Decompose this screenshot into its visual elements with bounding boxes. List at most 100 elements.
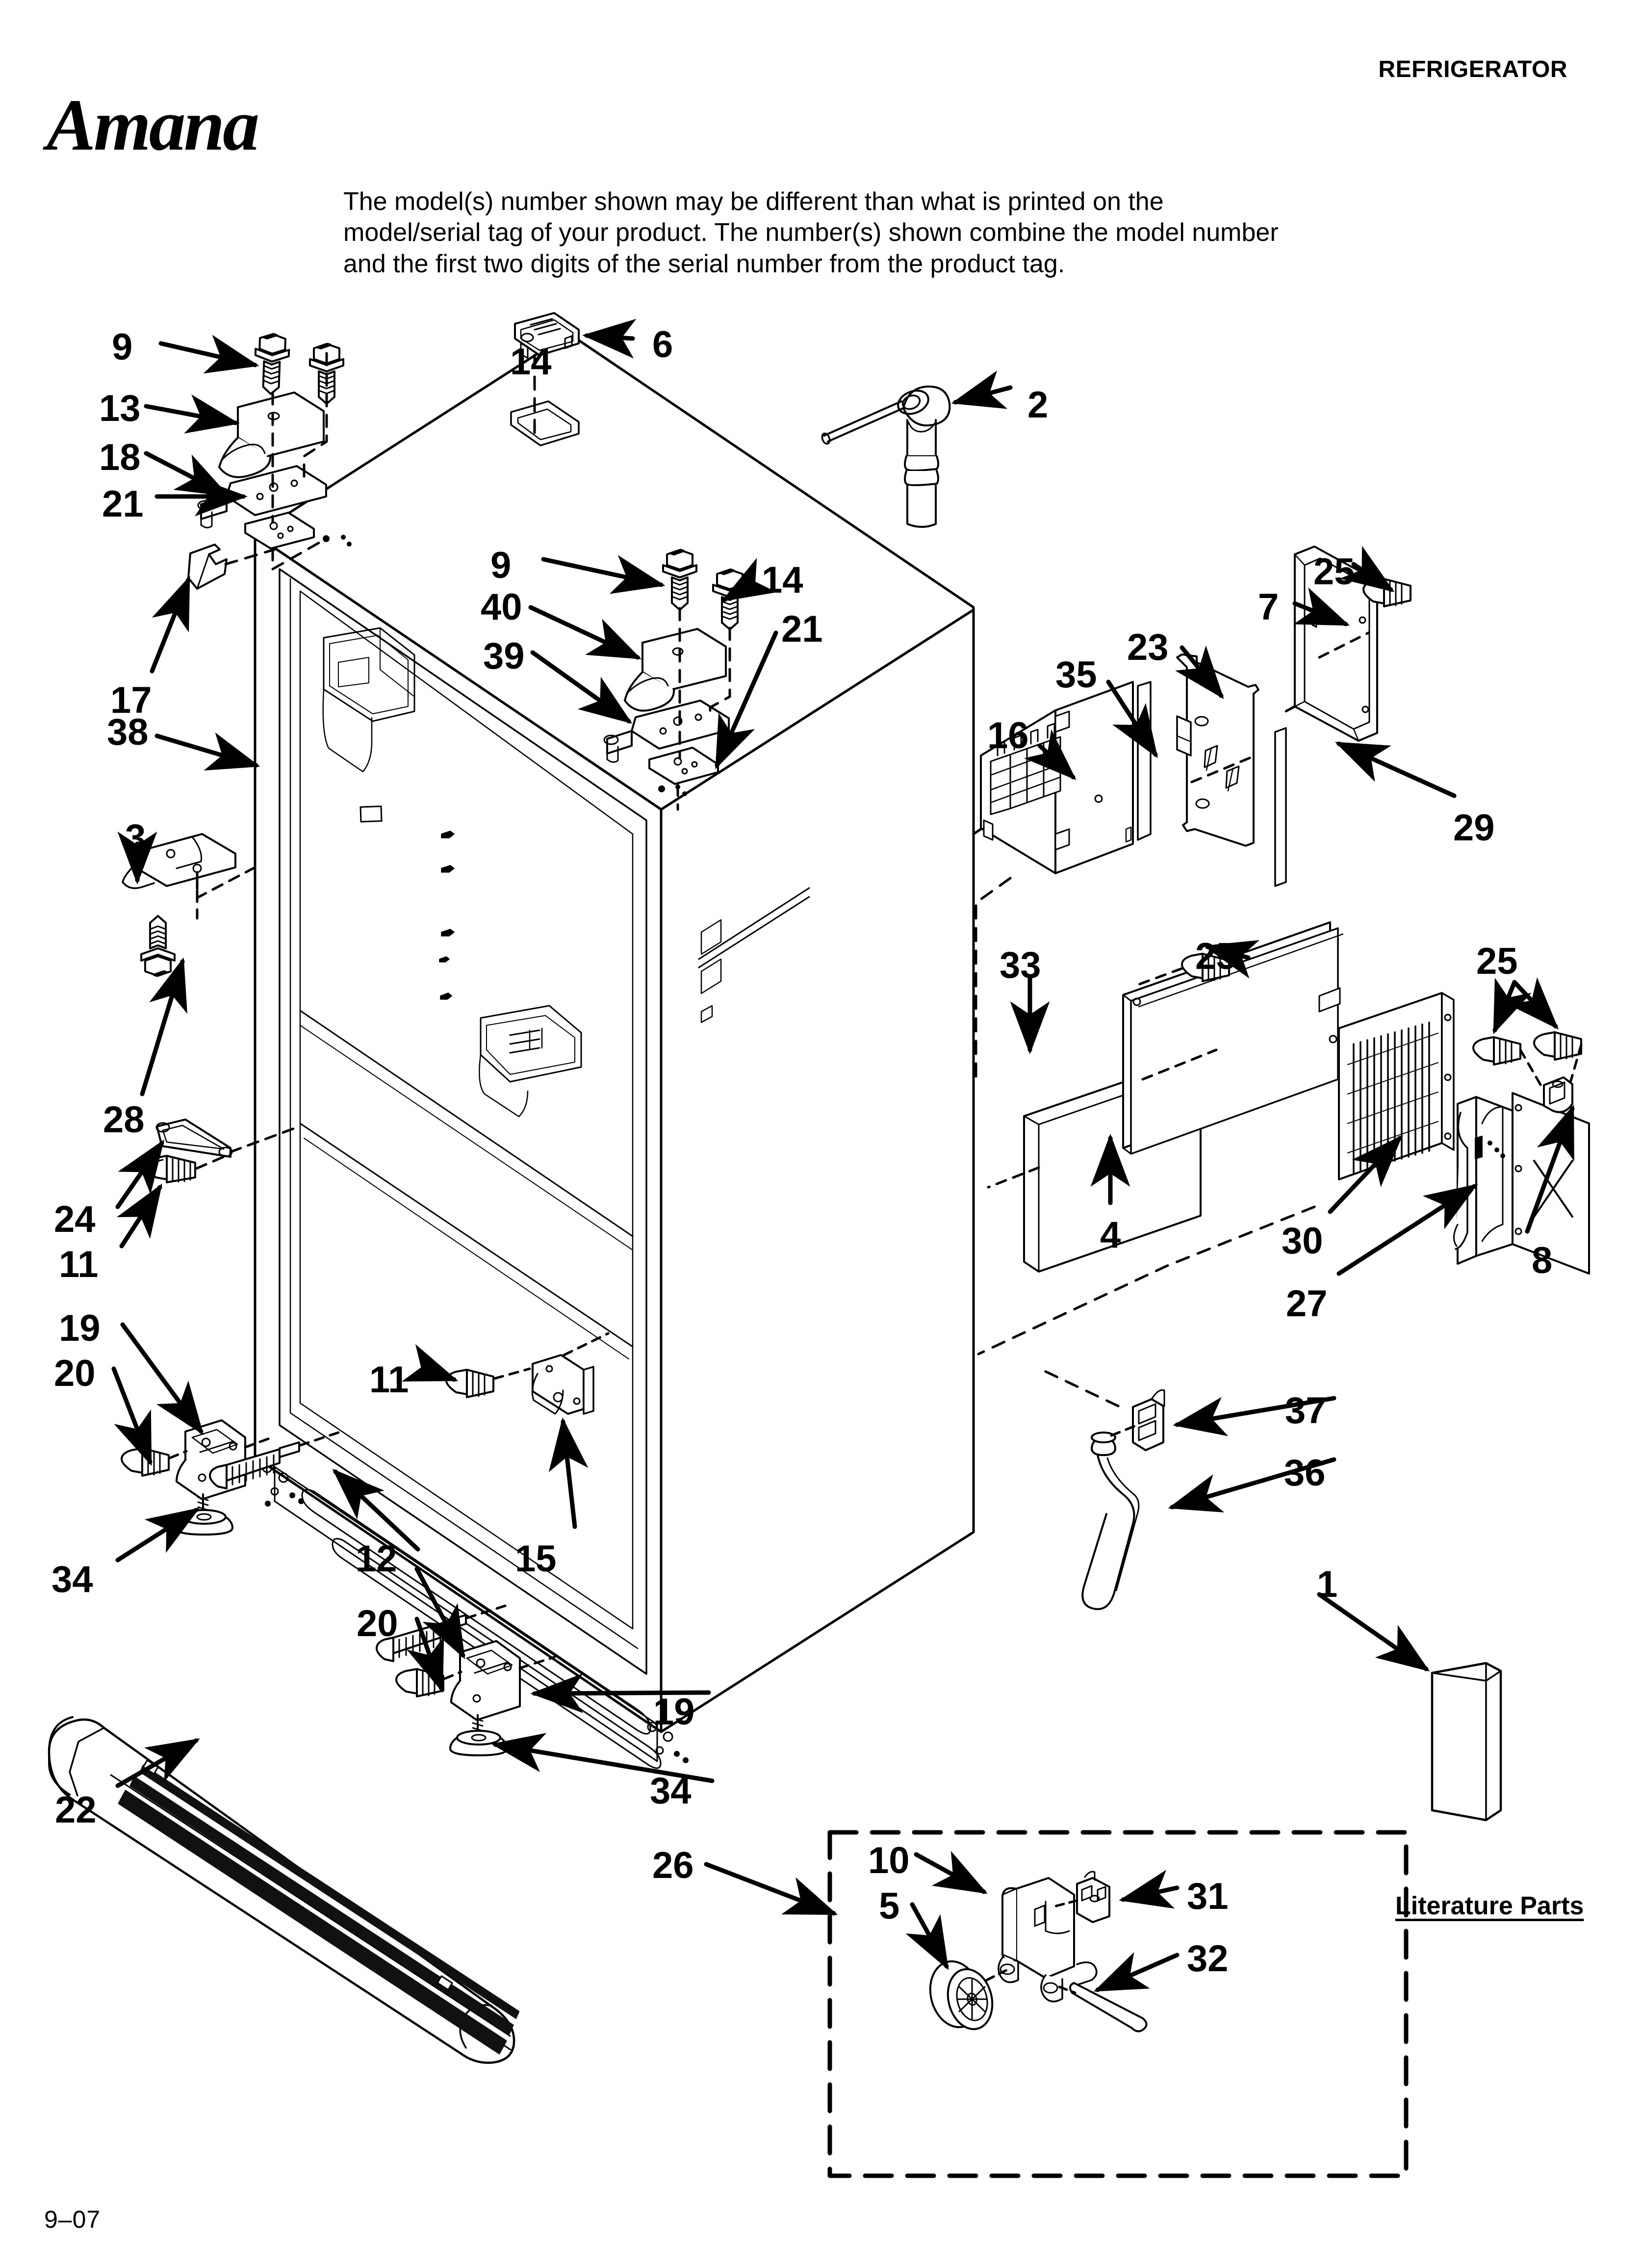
- callout-number-11: 11: [369, 1359, 409, 1401]
- callout-number-3: 3: [125, 817, 146, 859]
- part-21-shim-left: [244, 512, 315, 549]
- callout-number-38: 38: [107, 711, 149, 753]
- part-5-roller-wheel: [929, 1960, 994, 2031]
- callout-number-17: 17: [110, 679, 152, 721]
- part-19-leveler-bracket-left: [176, 1419, 246, 1500]
- callout-number-21: 21: [102, 483, 144, 525]
- callout-number-16: 16: [987, 715, 1029, 756]
- callout-number-18: 18: [99, 437, 141, 478]
- part-17-bracket: [187, 544, 228, 590]
- callout-number-33: 33: [1000, 944, 1041, 986]
- part-11-screw-center: [445, 1369, 494, 1398]
- brand-wordmark: Amana: [47, 84, 259, 166]
- part-25-screw-top-right: [1362, 578, 1411, 607]
- part-15-door-catch: [531, 1354, 594, 1415]
- callout-number-1: 1: [1317, 1564, 1338, 1605]
- part-32-axle-pin: [1069, 1982, 1148, 2033]
- callout-number-19: 19: [59, 1307, 101, 1349]
- callout-number-25: 25: [1313, 551, 1355, 593]
- callout-number-4: 4: [1100, 1214, 1121, 1256]
- part-35-insulation-panel: [1137, 681, 1152, 841]
- callout-number-14: 14: [762, 559, 803, 601]
- top-cover-socket: [510, 400, 580, 446]
- part-20-screw-left: [121, 1447, 170, 1477]
- part-1-literature-booklet: [1431, 1662, 1502, 1822]
- callout-number-20: 20: [357, 1603, 398, 1644]
- part-33-rear-panel: [1122, 921, 1455, 1180]
- callout-number-27: 27: [1286, 1283, 1328, 1325]
- callout-number-32: 32: [1187, 1938, 1229, 1980]
- callout-number-23: 23: [1127, 626, 1169, 668]
- callout-number-11: 11: [59, 1244, 99, 1285]
- part-11-screw-left: [146, 1155, 196, 1183]
- amana-brand-logo: Amana: [47, 88, 360, 177]
- part-10-roller-bracket: [998, 1877, 1098, 2003]
- part-9-screw-left: [254, 334, 289, 394]
- callout-number-8: 8: [1532, 1240, 1553, 1281]
- part-18-hinge-bracket-left: [197, 465, 327, 528]
- part-29-gasket: [1274, 727, 1287, 887]
- callout-number-30: 30: [1282, 1220, 1323, 1262]
- callout-number-34: 34: [51, 1559, 93, 1600]
- revision-date: 9–07: [44, 2206, 101, 2233]
- callout-number-24: 24: [54, 1199, 96, 1240]
- part-40-hinge-cover-center: [624, 628, 727, 712]
- optional-parts-dashed-box: [827, 1830, 1409, 2178]
- callout-number-6: 6: [652, 324, 673, 365]
- part-28-screw: [141, 916, 175, 976]
- callout-number-12: 12: [356, 1538, 397, 1580]
- callout-number-40: 40: [481, 586, 522, 628]
- part-9-screw-center: [663, 550, 696, 610]
- page-title: REFRIGERATOR: [1378, 56, 1567, 82]
- part-8-wire-clip: [1543, 1076, 1573, 1113]
- callout-number-25: 25: [1476, 940, 1518, 982]
- part-14-screw-center: [713, 570, 746, 629]
- part-22-door-handle: [48, 1716, 520, 2064]
- model-number-note: The model(s) number shown may be differe…: [343, 187, 1279, 278]
- callout-number-21: 21: [781, 608, 823, 650]
- callout-number-35: 35: [1055, 654, 1097, 696]
- part-31-clip: [1076, 1871, 1110, 1923]
- part-19-leveler-bracket-right: [450, 1640, 521, 1721]
- callout-number-28: 28: [103, 1099, 145, 1141]
- callout-number-2: 2: [1027, 384, 1049, 426]
- part-36-drain-tube: [1081, 1432, 1140, 1610]
- part-34-roller-left: [175, 1493, 233, 1536]
- callout-number-19: 19: [653, 1691, 695, 1733]
- part-25-screw-pair-right: [1533, 1031, 1582, 1061]
- part-37-drain-clip: [1132, 1389, 1165, 1451]
- part-34-roller-right: [449, 1714, 508, 1756]
- part-14-screw-left: [310, 344, 343, 404]
- callout-number-20: 20: [54, 1353, 96, 1394]
- callout-number-26: 26: [652, 1845, 694, 1886]
- part-16-control-board: [980, 681, 1134, 874]
- part-12-bolt-upper: [209, 1441, 300, 1489]
- callout-number-5: 5: [879, 1885, 900, 1927]
- part-21-shim-center: [648, 747, 719, 785]
- callout-number-29: 29: [1453, 807, 1495, 849]
- callout-number-15: 15: [515, 1538, 557, 1580]
- part-39-hinge-bracket-center: [603, 700, 730, 763]
- callout-number-10: 10: [868, 1840, 910, 1881]
- callout-number-36: 36: [1284, 1452, 1326, 1494]
- callout-number-34: 34: [650, 1770, 692, 1812]
- part-27-base-cover: [1453, 1096, 1514, 1265]
- callout-number-9: 9: [112, 326, 133, 368]
- leader-line-25-pair: [1492, 977, 1559, 1035]
- callout-number-31: 31: [1187, 1876, 1229, 1917]
- part-24-bracket: [155, 1119, 233, 1158]
- literature-parts-label: Literature Parts: [1395, 1892, 1584, 1920]
- callout-number-14: 14: [510, 341, 552, 383]
- callout-number-39: 39: [483, 635, 525, 677]
- part-13-hinge-cover-left: [218, 391, 325, 478]
- part-25-screw-pair-left: [1472, 1036, 1521, 1066]
- callout-number-37: 37: [1285, 1390, 1327, 1432]
- part-20-screw-lower: [395, 1668, 444, 1697]
- callout-number-9: 9: [490, 545, 512, 586]
- callout-number-13: 13: [99, 388, 141, 429]
- part-2-water-valve: [821, 385, 951, 528]
- callout-number-25: 25: [1195, 936, 1237, 977]
- part-23-cover-panel: [1176, 653, 1259, 847]
